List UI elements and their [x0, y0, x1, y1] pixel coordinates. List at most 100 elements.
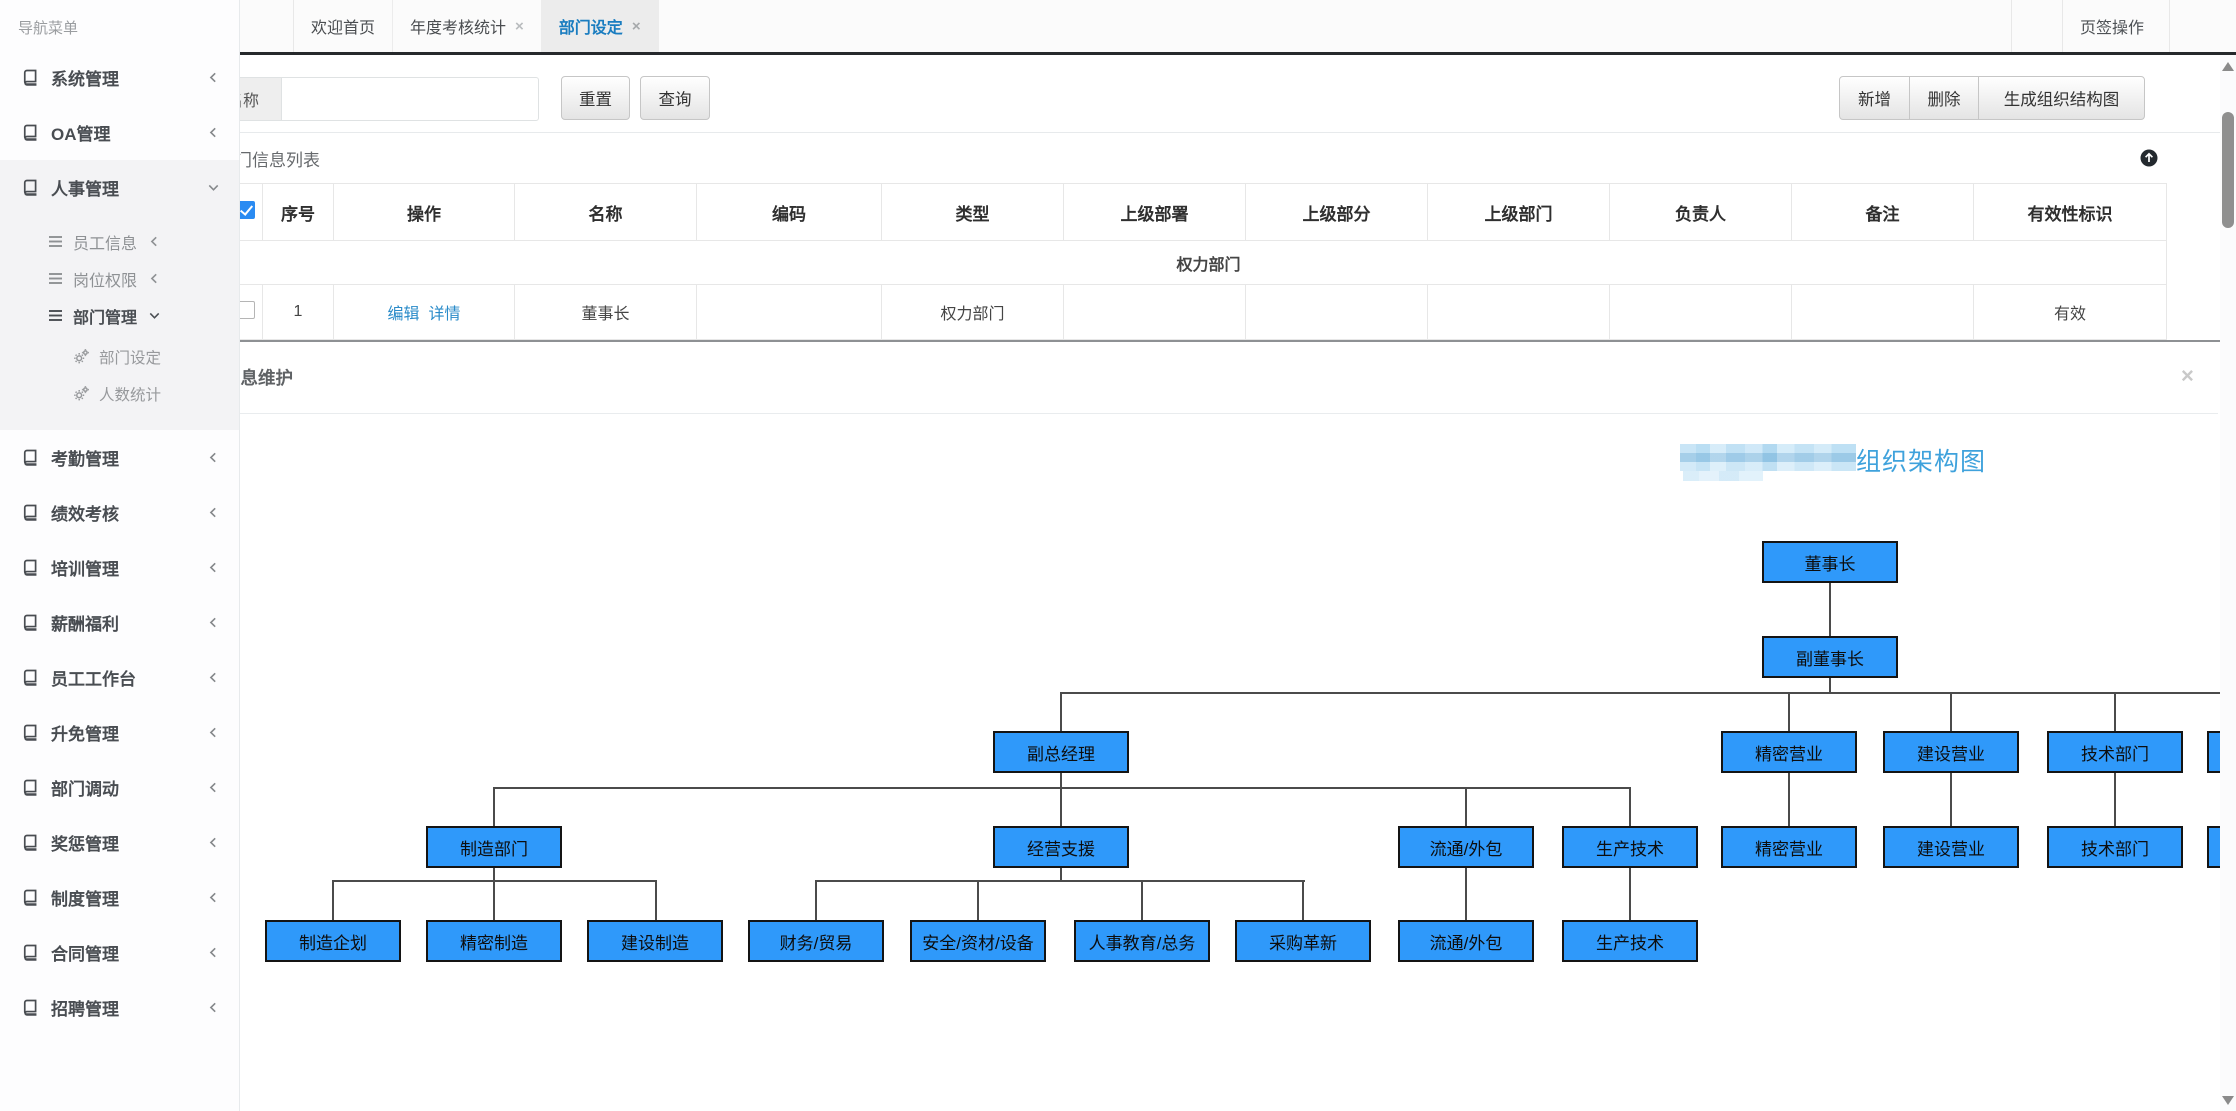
org-connector	[2114, 692, 2116, 731]
list-icon	[48, 234, 63, 249]
sidebar-item-人事管理[interactable]: 人事管理	[0, 160, 239, 215]
org-connector	[493, 868, 495, 881]
reset-button[interactable]: 重置	[561, 76, 630, 120]
sidebar-item-招聘管理[interactable]: 招聘管理	[0, 980, 239, 1035]
close-icon[interactable]: ×	[2181, 363, 2194, 388]
chevron-left-icon	[147, 271, 162, 286]
org-node: 流通/外包	[1398, 826, 1534, 868]
chevron-left-icon	[147, 234, 162, 249]
fullscreen-toggle-button[interactable]	[2170, 0, 2218, 52]
org-connector	[493, 787, 1631, 789]
scroll-down-arrow-icon[interactable]	[2222, 1096, 2234, 1105]
collapse-panel-icon[interactable]	[2140, 149, 2158, 167]
tab-close-icon[interactable]: ×	[515, 17, 524, 35]
column-header-编码: 编码	[696, 183, 882, 241]
row-parent_dept1-cell	[1063, 284, 1246, 340]
sidebar-leaf-人数统计[interactable]: 人数统计	[0, 375, 239, 412]
sidebar-item-培训管理[interactable]: 培训管理	[0, 540, 239, 595]
tab-operations-dropdown[interactable]: 页签操作	[2063, 0, 2169, 52]
vertical-scrollbar[interactable]	[2220, 55, 2236, 1111]
org-node: 精密制造	[426, 920, 562, 962]
delete-button[interactable]: 删除	[1909, 76, 1979, 120]
sidebar-subitem-部门管理[interactable]: 部门管理	[0, 297, 239, 334]
chevron-left-icon	[206, 945, 221, 960]
book-icon	[22, 779, 39, 796]
sidebar-subitem-员工信息[interactable]: 员工信息	[0, 223, 239, 260]
org-node: 生产技术	[1562, 920, 1698, 962]
chevron-left-icon	[206, 450, 221, 465]
details-link[interactable]: 详情	[428, 306, 461, 323]
sidebar-item-奖惩管理[interactable]: 奖惩管理	[0, 815, 239, 870]
sidebar-leaf-部门设定[interactable]: 部门设定	[0, 338, 239, 375]
book-icon	[22, 559, 39, 576]
sidebar-item-label: 员工工作台	[51, 670, 136, 689]
sidebar-subitem-label: 部门管理	[73, 309, 138, 327]
org-node: 生产技术	[1562, 826, 1698, 868]
add-button[interactable]: 新增	[1839, 76, 1910, 120]
sidebar-item-OA管理[interactable]: OA管理	[0, 105, 239, 160]
dept-list-panel-title: 部门信息列表	[218, 150, 320, 170]
sidebar-item-绩效考核[interactable]: 绩效考核	[0, 485, 239, 540]
org-chart-title: 组织架构图	[1856, 448, 1987, 476]
org-connector	[1060, 692, 1062, 731]
org-connector	[1788, 773, 1790, 826]
tabbar-right-controls: 页签操作	[2010, 0, 2218, 52]
scroll-up-arrow-icon[interactable]	[2222, 62, 2234, 71]
sidebar-item-升免管理[interactable]: 升免管理	[0, 705, 239, 760]
tab-close-icon[interactable]: ×	[631, 17, 641, 35]
chevron-left-icon	[206, 70, 221, 85]
book-icon	[22, 504, 39, 521]
chevron-left-icon	[206, 1000, 221, 1015]
query-button[interactable]: 查询	[640, 76, 710, 120]
generate-orgchart-button[interactable]: 生成组织结构图	[1978, 76, 2145, 120]
org-connector	[1829, 678, 1831, 693]
tab-欢迎首页[interactable]: 欢迎首页	[294, 0, 394, 52]
book-icon	[22, 889, 39, 906]
sidebar-item-合同管理[interactable]: 合同管理	[0, 925, 239, 980]
org-node: 建设营业	[1883, 826, 2019, 868]
org-node: 制造企划	[265, 920, 401, 962]
sidebar-item-制度管理[interactable]: 制度管理	[0, 870, 239, 925]
org-connector	[1465, 787, 1467, 826]
org-connector	[977, 880, 979, 920]
row-remark-cell	[1791, 284, 1974, 340]
org-connector	[655, 880, 657, 920]
org-node: 采购革新	[1235, 920, 1371, 962]
tabs-scroll-left-button[interactable]	[240, 0, 294, 52]
sidebar-subitem-岗位权限[interactable]: 岗位权限	[0, 260, 239, 297]
org-node: 精密营业	[1721, 826, 1857, 868]
redacted-company-name-blur-2	[1683, 471, 1763, 481]
divider	[2169, 0, 2170, 52]
chevron-left-icon	[206, 125, 221, 140]
sidebar-item-部门调动[interactable]: 部门调动	[0, 760, 239, 815]
sidebar-item-考勤管理[interactable]: 考勤管理	[0, 430, 239, 485]
sidebar-title: 导航菜单	[18, 20, 79, 37]
name-search-input[interactable]	[281, 77, 539, 121]
row-actions-cell: 编辑详情	[333, 284, 515, 340]
sidebar-item-系统管理[interactable]: 系统管理	[0, 50, 239, 105]
org-node: 制造部门	[426, 826, 562, 868]
book-icon	[22, 69, 39, 86]
sidebar-item-薪酬福利[interactable]: 薪酬福利	[0, 595, 239, 650]
org-node: 精密营业	[1721, 731, 1857, 773]
org-node: 经营支援	[993, 826, 1129, 868]
tabs-scroll-right-button[interactable]	[2012, 0, 2062, 52]
sidebar-item-label: 升免管理	[51, 725, 119, 744]
tab-operations-label: 页签操作	[2079, 20, 2144, 37]
sidebar-item-员工工作台[interactable]: 员工工作台	[0, 650, 239, 705]
org-node: 建设制造	[587, 920, 723, 962]
sidebar-item-label: OA管理	[51, 125, 111, 144]
org-node: 副董事长	[1762, 636, 1898, 678]
org-connector	[815, 880, 817, 920]
book-icon	[22, 724, 39, 741]
tab-年度考核统计[interactable]: 年度考核统计×	[393, 0, 542, 52]
org-node: 人事教育/总务	[1074, 920, 1210, 962]
row-type-cell: 权力部门	[881, 284, 1064, 340]
sidebar-item-label: 系统管理	[51, 70, 119, 89]
tab-部门设定[interactable]: 部门设定×	[541, 0, 659, 52]
table-action-buttons: 新增 删除 生成组织结构图	[1839, 76, 2145, 120]
scrollbar-thumb[interactable]	[2222, 112, 2234, 228]
edit-link[interactable]: 编辑	[387, 306, 420, 323]
